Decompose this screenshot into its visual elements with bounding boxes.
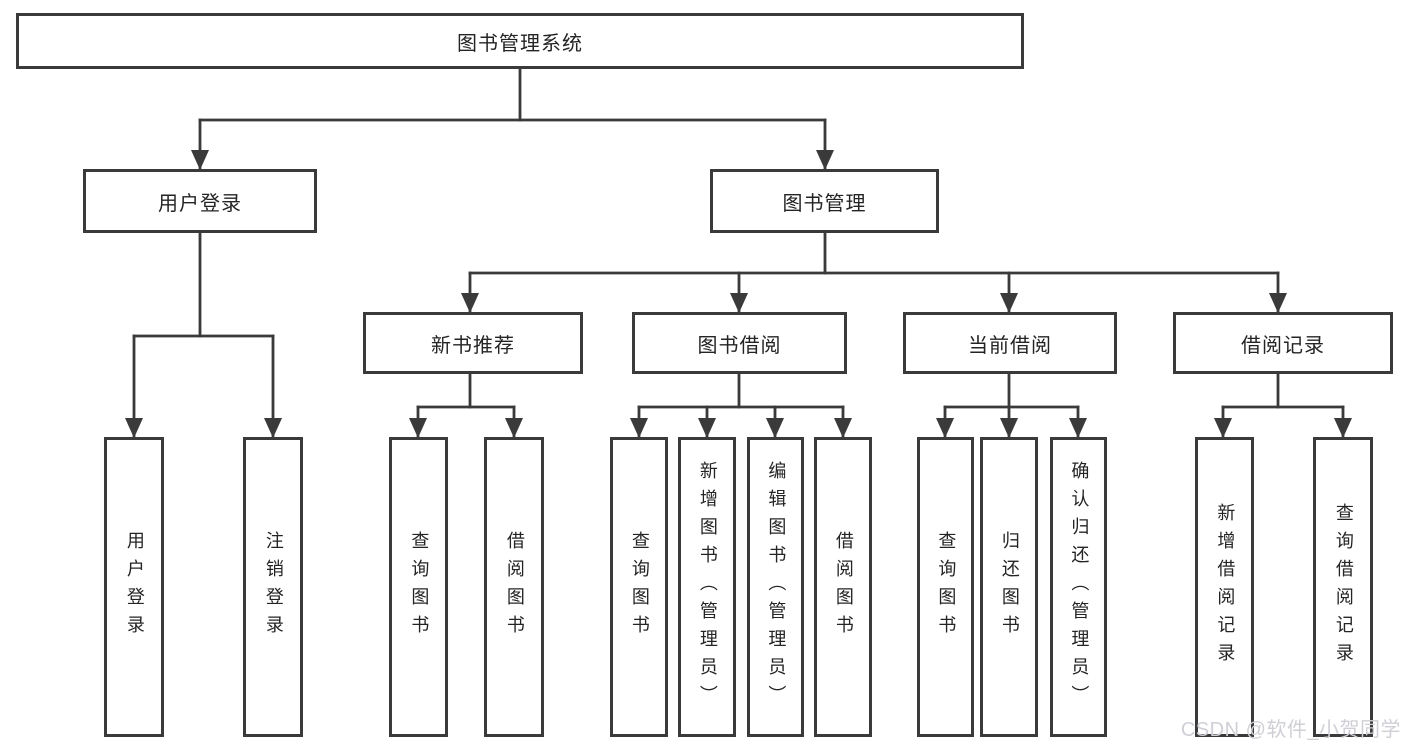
connector-root-to-level2	[191, 67, 834, 171]
connector-user-login-children	[125, 231, 282, 439]
connector-book-borrowing-children	[630, 372, 852, 439]
leaf-borrow-books-recommend: 借阅图书	[484, 437, 544, 737]
node-book-management: 图书管理	[710, 169, 939, 233]
leaf-query-books-current: 查询图书	[917, 437, 974, 737]
node-label: 注销登录	[263, 531, 284, 643]
node-current-borrowing: 当前借阅	[903, 312, 1117, 374]
node-label: 借阅图书	[833, 531, 854, 643]
node-user-login: 用户登录	[83, 169, 317, 233]
connector-records-children	[1214, 372, 1352, 439]
node-label: 查询图书	[629, 531, 650, 643]
node-label: 新书推荐	[431, 334, 515, 357]
node-label: 借阅记录	[1241, 334, 1325, 357]
node-book-borrowing: 图书借阅	[632, 312, 847, 374]
node-label: 新增借阅记录	[1215, 503, 1236, 671]
node-label: 编辑图书（管理员）	[766, 461, 787, 713]
node-label: 查询图书	[936, 531, 957, 643]
node-label: 用户登录	[158, 192, 242, 215]
node-label: 归还图书	[999, 531, 1020, 643]
leaf-add-borrow-record: 新增借阅记录	[1195, 437, 1254, 737]
node-label: 新增图书（管理员）	[697, 461, 718, 713]
leaf-edit-book-admin: 编辑图书（管理员）	[747, 437, 804, 737]
node-borrowing-records: 借阅记录	[1173, 312, 1393, 374]
leaf-query-books-recommend: 查询图书	[389, 437, 448, 737]
connector-current-borrowing-children	[936, 372, 1087, 439]
node-label: 用户登录	[124, 531, 145, 643]
leaf-borrow-books-borrowing: 借阅图书	[814, 437, 872, 737]
leaf-return-books: 归还图书	[980, 437, 1038, 737]
leaf-confirm-return-admin: 确认归还（管理员）	[1050, 437, 1107, 737]
node-label: 图书管理	[782, 192, 867, 215]
node-label: 查询图书	[409, 531, 430, 643]
connector-new-book-children	[409, 372, 523, 439]
leaf-user-login: 用户登录	[104, 437, 164, 737]
leaf-add-book-admin: 新增图书（管理员）	[678, 437, 736, 737]
watermark: CSDN @软件_小贺同学	[1180, 719, 1401, 741]
connector-book-management-to-level3	[461, 231, 1287, 314]
node-label: 借阅图书	[504, 531, 525, 643]
node-label: 查询借阅记录	[1333, 503, 1354, 671]
node-label: 图书管理系统	[457, 32, 583, 55]
leaf-query-books-borrowing: 查询图书	[610, 437, 668, 737]
node-library-system: 图书管理系统	[16, 13, 1024, 69]
leaf-query-borrow-record: 查询借阅记录	[1313, 437, 1373, 737]
node-label: 当前借阅	[968, 334, 1052, 357]
node-label: 图书借阅	[697, 334, 782, 357]
node-label: 确认归还（管理员）	[1069, 461, 1090, 713]
leaf-logout: 注销登录	[243, 437, 303, 737]
node-new-book-recommendation: 新书推荐	[363, 312, 583, 374]
